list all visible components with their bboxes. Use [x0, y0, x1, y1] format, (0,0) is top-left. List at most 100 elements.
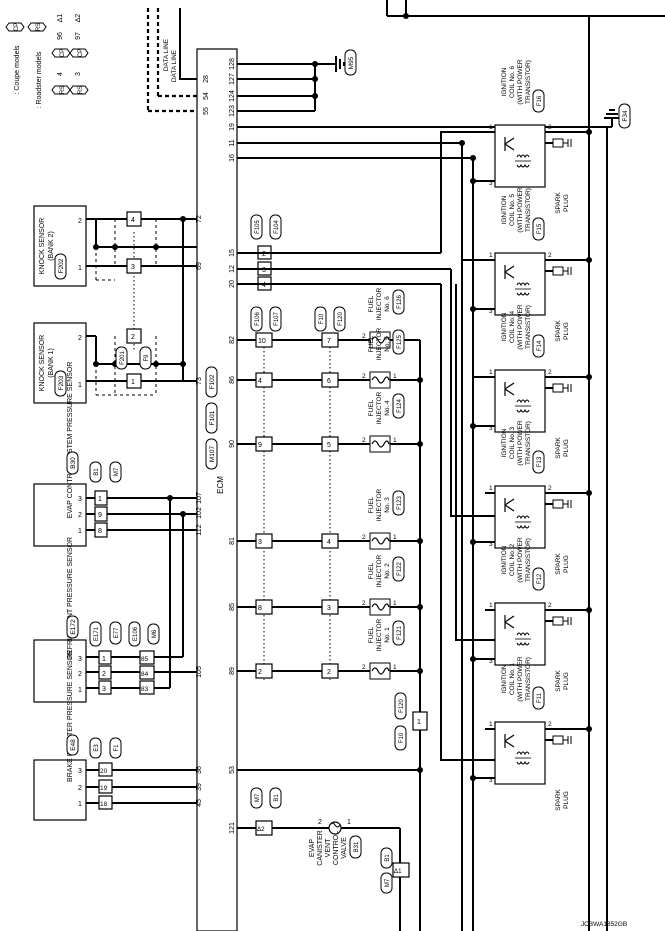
label-text: B30 [70, 457, 77, 469]
terminal-box [552, 499, 564, 509]
label-text: 2 [102, 671, 106, 678]
terminal-box [89, 737, 102, 759]
injector-label: No. 5 [384, 336, 391, 352]
label-text: 3 [75, 72, 82, 76]
junction-dot [180, 511, 186, 517]
fuel-injectors: 10721FUELINJECTORNo. 6F1264621FUELINJECT… [237, 288, 423, 680]
label-text: 1 [393, 437, 397, 444]
spark-plug-label: SPARK [555, 437, 562, 459]
terminal-box [392, 490, 405, 516]
label-text: 86 [229, 376, 236, 384]
terminal-box [255, 820, 273, 836]
symbol-stroke [516, 399, 530, 404]
terminal-box [139, 346, 152, 370]
ground-f34: F34 [237, 103, 631, 129]
label-text: VENT [325, 838, 332, 857]
coil-label: TRANSISTOR) [525, 421, 532, 465]
symbol-stroke [516, 632, 530, 637]
label-text: 2 [78, 785, 82, 792]
data-line-label-1: DATA LINE [163, 38, 170, 71]
wire-segment [461, 143, 495, 261]
coil-label: IGNITION [501, 67, 508, 96]
label-text: 4 [262, 282, 266, 289]
coil-label: IGNITION [501, 312, 508, 341]
coil-connector: F13 [537, 456, 543, 467]
label-text: CP [78, 49, 84, 57]
terminal-box [369, 435, 391, 453]
label-text: 1 [489, 252, 493, 259]
terminal-box [321, 599, 339, 615]
label-text: 1 [393, 600, 397, 607]
spark-plug-label: SPARK [555, 320, 562, 342]
harness-pin-label: 4 [327, 539, 331, 546]
label-text: M7 [385, 878, 391, 887]
label-text: F120 [338, 312, 344, 326]
label-text: 1 [393, 664, 397, 671]
coil-label: COIL No. 5 [509, 193, 516, 226]
label-text: 112 [196, 524, 203, 535]
label-text: KNOCK SENSOR [39, 335, 46, 391]
terminal-box [269, 214, 282, 240]
label-text: 28 [203, 75, 210, 83]
label-text: 16 [229, 154, 236, 162]
junction-dot [153, 361, 159, 367]
legend: CP : Coupe models RS : Roadster models ∆… [5, 14, 89, 108]
label-text: : Coupe models [14, 45, 21, 95]
symbol-stroke [371, 440, 390, 448]
evap-canister-vent-valve: ∆2 M7 B1 2 1 EVAP CANISTER VENT CONTROL … [237, 787, 410, 931]
junction-dot [328, 821, 342, 835]
harness-pin-label: 10 [258, 338, 266, 345]
symbol-stroke [69, 48, 89, 58]
coil-label: COIL No. 2 [509, 543, 516, 576]
label-text: 1 [78, 801, 82, 808]
label-text: F107 [274, 312, 280, 326]
injector-label: FUEL [368, 562, 375, 579]
coil-label: IGNITION [501, 195, 508, 224]
label-text: 69 [196, 262, 203, 270]
label-text: 90 [229, 440, 236, 448]
label-text: E171 [94, 626, 100, 641]
injector-connector: F126 [397, 295, 403, 309]
injector-label: No. 1 [384, 627, 391, 643]
injector-label: FUEL [368, 295, 375, 312]
terminal-box [139, 650, 155, 665]
injector-feed: 1 F10 F120 [237, 340, 428, 931]
symbol-stroke [516, 641, 530, 646]
label-text: 73 [196, 377, 203, 385]
terminal-box [532, 567, 545, 591]
label-text: RS [60, 86, 66, 94]
wire-segment [504, 740, 515, 748]
label-text: CP [14, 23, 20, 31]
label-text: 55 [203, 107, 210, 115]
terminal-box [98, 680, 112, 695]
label-text: B31 [354, 841, 360, 852]
coil-connector: F16 [537, 95, 543, 106]
label-text: CONTROL [333, 831, 340, 865]
symbol-stroke [371, 376, 390, 384]
label-text: 89 [229, 667, 236, 675]
label-text: 1 [78, 382, 82, 389]
label-text: M107 [209, 445, 216, 462]
terminal-box [255, 663, 273, 679]
label-text: 2 [548, 721, 552, 728]
label-text: 20 [100, 768, 108, 775]
coil-label: (WITH POWER [517, 187, 524, 232]
coil-label: (WITH POWER [517, 59, 524, 104]
terminal-box [494, 252, 546, 316]
junction-dot [459, 140, 465, 146]
symbol-stroke [371, 603, 390, 611]
injector-label: FUEL [368, 626, 375, 643]
label-text: F101 [209, 410, 216, 425]
injector-label: INJECTOR [376, 392, 383, 425]
wire-segment [504, 498, 515, 506]
injector-connector: F122 [397, 562, 403, 576]
junction-dot [180, 361, 186, 367]
m95-connector [344, 49, 357, 76]
label-text: 2 [78, 218, 82, 225]
terminal-box [109, 621, 122, 645]
terminal-box [255, 332, 273, 348]
label-text: 2 [362, 664, 366, 671]
